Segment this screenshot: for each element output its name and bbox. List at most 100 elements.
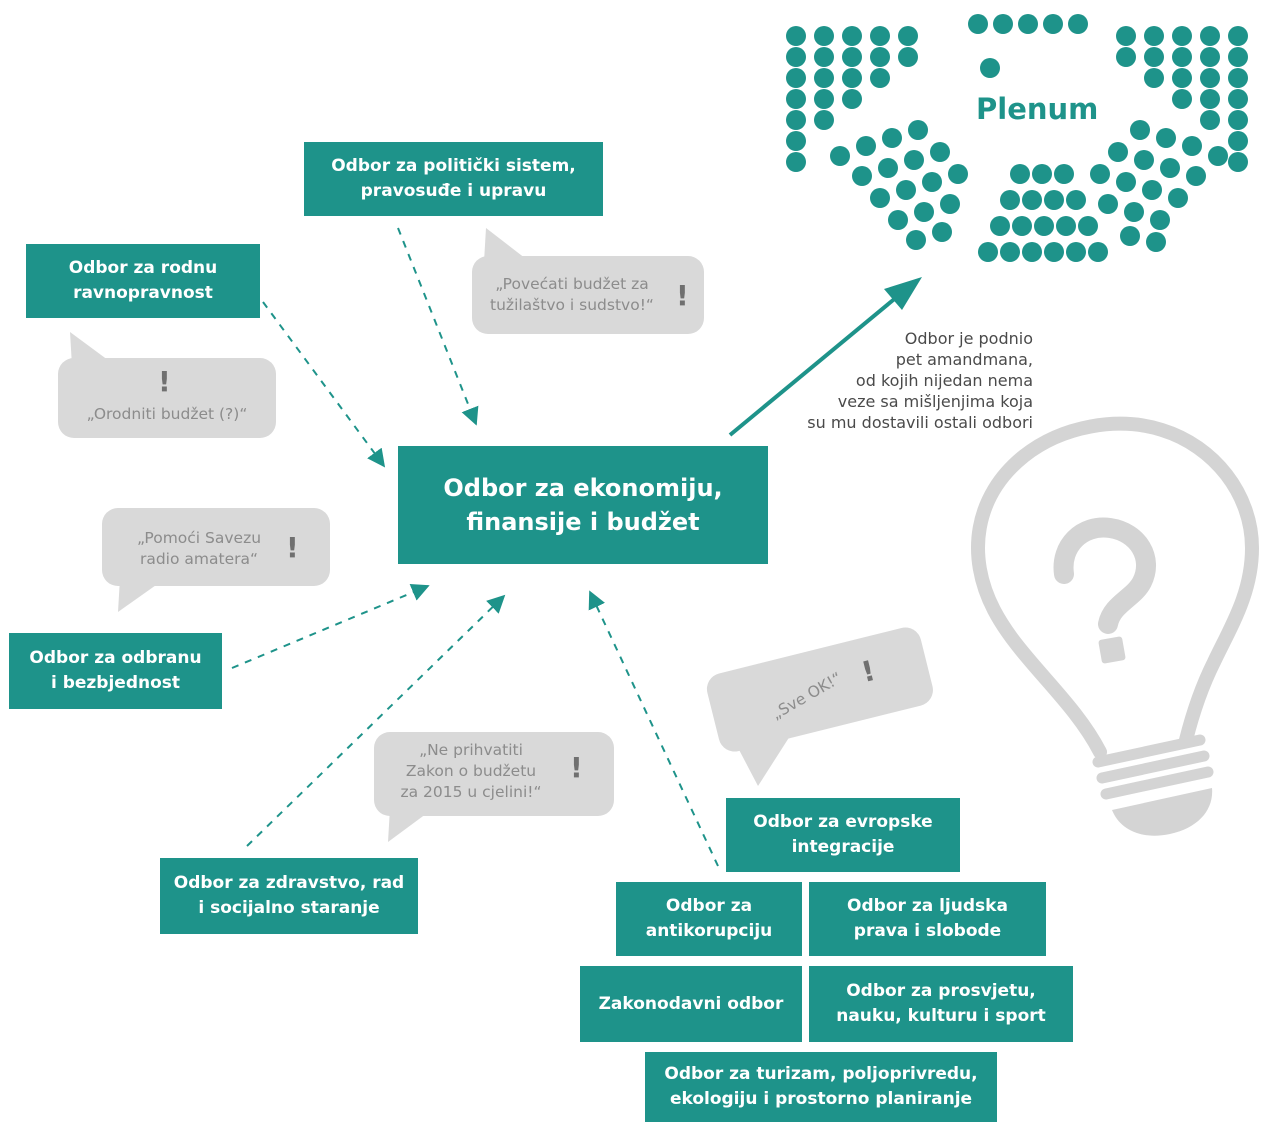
- seat-dot: [1182, 136, 1202, 156]
- seat-dot: [1150, 210, 1170, 230]
- committee-health: Odbor za zdravstvo, rad i socijalno star…: [160, 858, 418, 934]
- committee-human-rights: Odbor za ljudska prava i slobode: [809, 882, 1046, 956]
- arrow-icon: [231, 583, 430, 669]
- seat-dot: [1108, 142, 1128, 162]
- seat-dot: [786, 131, 806, 151]
- seat-dot: [814, 68, 834, 88]
- committee-label: Odbor za odbranu i bezbjednost: [29, 648, 202, 693]
- seat-dot: [1012, 216, 1032, 236]
- seat-dot: [1200, 47, 1220, 67]
- seat-dot: [1018, 14, 1038, 34]
- lightbulb-question-icon: [971, 416, 1259, 836]
- committee-label: Odbor za politički sistem, pravosuđe i u…: [331, 156, 576, 201]
- seat-dot: [993, 14, 1013, 34]
- committee-label: Odbor za turizam, poljoprivredu, ekologi…: [664, 1064, 978, 1109]
- seat-dot: [940, 194, 960, 214]
- parliament-seats-icon: [786, 14, 1248, 262]
- seat-dot: [1068, 14, 1088, 34]
- seat-dot: [1022, 242, 1042, 262]
- exclamation-icon: !: [286, 531, 299, 564]
- seat-dot: [1156, 128, 1176, 148]
- committee-tourism: Odbor za turizam, poljoprivredu, ekologi…: [645, 1052, 997, 1122]
- seat-dot: [888, 210, 908, 230]
- seat-dot: [1116, 26, 1136, 46]
- central-committee-box: Odbor za ekonomiju, finansije i budžet: [398, 446, 768, 564]
- arrow-icon: [262, 301, 386, 468]
- seat-dot: [1090, 164, 1110, 184]
- committee-label: Odbor za rodnu ravnopravnost: [68, 258, 218, 303]
- speech-bubble-icon: [58, 228, 933, 842]
- seat-dot: [1066, 242, 1086, 262]
- seat-dot: [1078, 216, 1098, 236]
- seat-dot: [786, 68, 806, 88]
- committee-label: Odbor za evropske integracije: [753, 812, 933, 857]
- exclamation-icon: !: [570, 751, 583, 784]
- seat-dot: [1168, 188, 1188, 208]
- seat-dot: [814, 47, 834, 67]
- seat-dot: [786, 26, 806, 46]
- seat-dot: [1228, 152, 1248, 172]
- seat-dot: [882, 128, 902, 148]
- seat-dot: [1144, 26, 1164, 46]
- seat-dot: [978, 242, 998, 262]
- seat-dot: [1172, 68, 1192, 88]
- committee-defense: Odbor za odbranu i bezbjednost: [9, 633, 222, 709]
- seat-dot: [1116, 47, 1136, 67]
- arrow-icon: [728, 277, 922, 437]
- seat-dot: [870, 188, 890, 208]
- seat-dot: [930, 142, 950, 162]
- seat-dot: [870, 47, 890, 67]
- seat-dot: [1130, 120, 1150, 140]
- seat-dot: [1146, 232, 1166, 252]
- seat-dot: [1098, 194, 1118, 214]
- committee-label: Odbor za antikorupciju: [645, 896, 773, 941]
- seat-dot: [898, 47, 918, 67]
- seat-dot: [1054, 164, 1074, 184]
- seat-dot: [1120, 226, 1140, 246]
- seat-dot: [842, 26, 862, 46]
- seat-dot: [786, 47, 806, 67]
- seat-dot: [1172, 47, 1192, 67]
- seat-dot: [1044, 242, 1064, 262]
- seat-dot: [1000, 242, 1020, 262]
- arrow-icon: [397, 227, 479, 426]
- seat-dot: [842, 47, 862, 67]
- seat-dot: [898, 26, 918, 46]
- seat-dot: [870, 68, 890, 88]
- seat-dot: [990, 216, 1010, 236]
- seat-dot: [1034, 216, 1054, 236]
- seat-dot: [842, 68, 862, 88]
- seat-dot: [948, 164, 968, 184]
- seat-dot: [814, 26, 834, 46]
- seat-dot: [1172, 89, 1192, 109]
- seat-dot: [1172, 26, 1192, 46]
- committee-political-system: Odbor za politički sistem, pravosuđe i u…: [304, 142, 603, 216]
- exclamation-icon: !: [676, 279, 689, 312]
- seat-dot: [922, 172, 942, 192]
- seat-dot: [814, 89, 834, 109]
- seat-dot: [786, 89, 806, 109]
- seat-dot: [980, 58, 1000, 78]
- seat-dot: [896, 180, 916, 200]
- seat-dot: [842, 89, 862, 109]
- seat-dot: [1160, 158, 1180, 178]
- opinion-gender-equality: „Orodniti budžet (?)“: [86, 405, 248, 423]
- opinion-health: „Ne prihvatiti Zakon o budžetu za 2015 u…: [400, 741, 542, 801]
- committee-label: Zakonodavni odbor: [598, 993, 784, 1014]
- seat-dot: [830, 146, 850, 166]
- opinion-defense: „Pomoći Savezu radio amatera“: [136, 529, 262, 568]
- arrow-icon: [246, 594, 506, 847]
- seat-dot: [1200, 68, 1220, 88]
- seat-dot: [786, 110, 806, 130]
- committee-label: Odbor za zdravstvo, rad i socijalno star…: [173, 873, 405, 918]
- seat-dot: [1200, 26, 1220, 46]
- seat-dot: [1228, 89, 1248, 109]
- seat-dot: [1032, 164, 1052, 184]
- seat-dot: [1124, 202, 1144, 222]
- seat-dot: [1043, 14, 1063, 34]
- exclamation-icon: !: [158, 365, 171, 398]
- committee-education: Odbor za prosvjetu, nauku, kulturu i spo…: [809, 966, 1073, 1042]
- seat-dot: [1134, 150, 1154, 170]
- committee-gender-equality: Odbor za rodnu ravnopravnost: [26, 244, 260, 318]
